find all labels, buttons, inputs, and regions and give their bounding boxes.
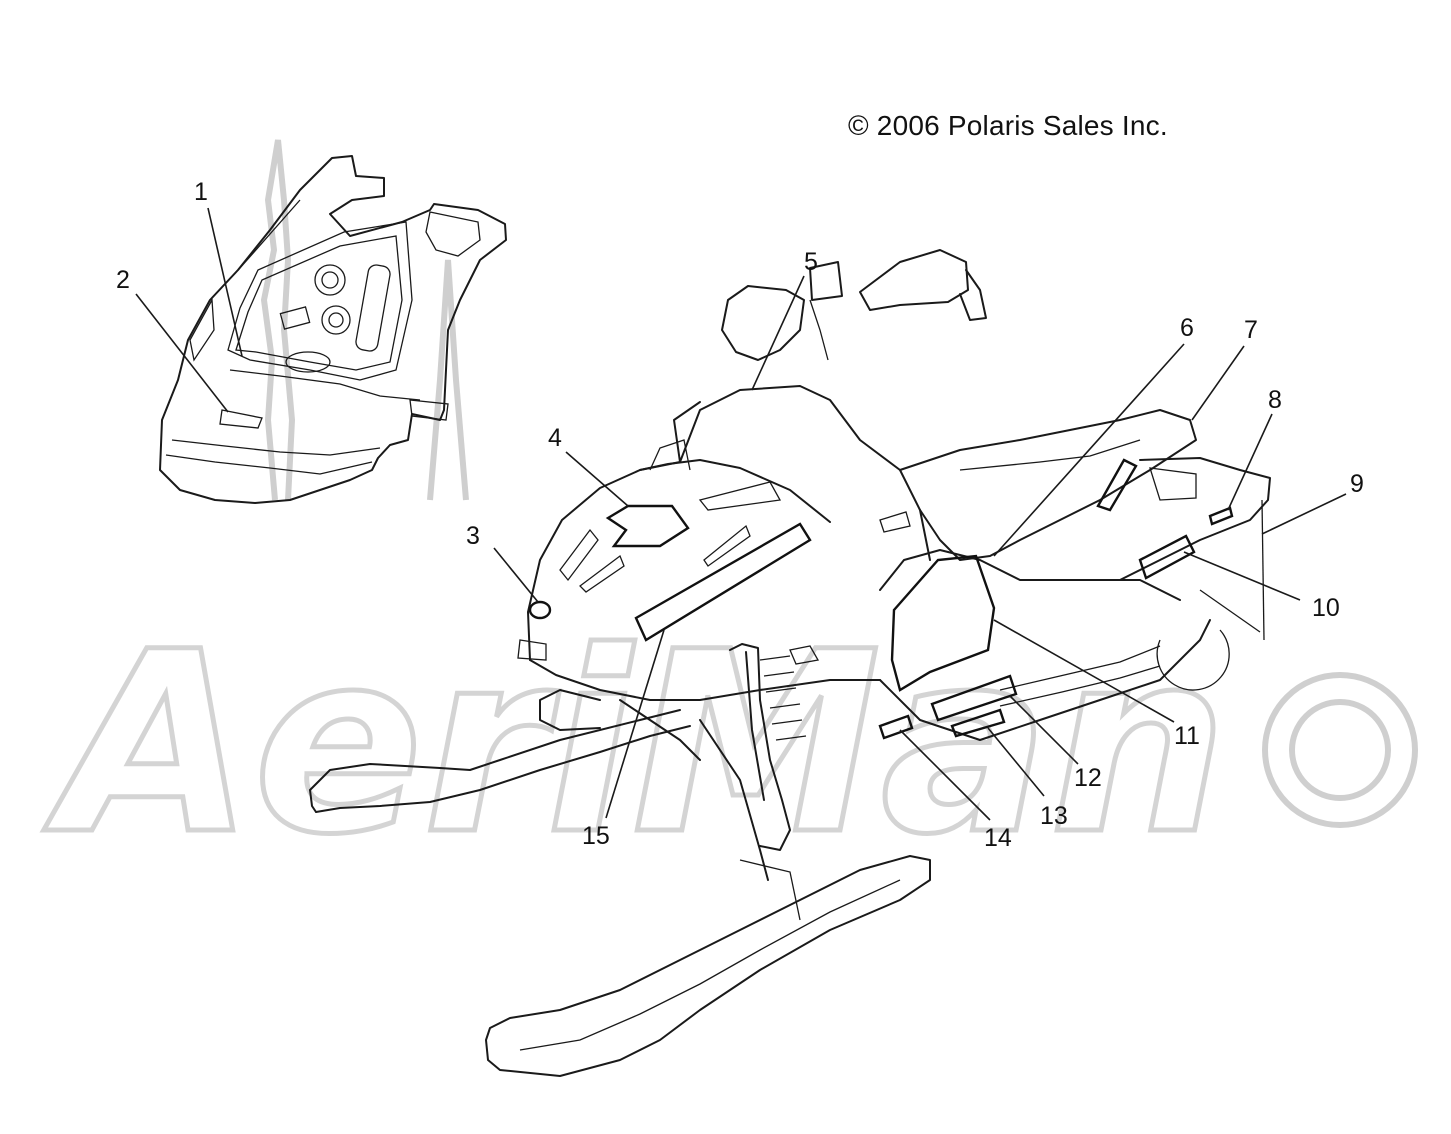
callout-15: 15 xyxy=(582,822,610,850)
decal-11 xyxy=(890,554,996,692)
decal-10 xyxy=(1138,534,1196,580)
leader-9 xyxy=(1261,493,1347,535)
leader-11 xyxy=(993,619,1175,723)
callout-2: 2 xyxy=(116,266,130,294)
decal-15 xyxy=(634,522,812,642)
callout-9: 9 xyxy=(1350,470,1364,498)
copyright-notice: © 2006 Polaris Sales Inc. xyxy=(848,110,1168,141)
decal-outlines xyxy=(528,458,1234,740)
leader-6 xyxy=(993,343,1185,557)
decal-12 xyxy=(930,674,1018,722)
decal-6 xyxy=(1096,458,1138,512)
decal-13 xyxy=(950,708,1006,738)
leader-7 xyxy=(1191,345,1245,421)
watermark-logo: AeriMan xyxy=(41,139,1418,892)
watermark-text: AeriMan xyxy=(43,598,1227,889)
callout-14: 14 xyxy=(984,824,1012,852)
callout-12: 12 xyxy=(1074,764,1102,792)
leader-4 xyxy=(565,451,629,507)
leader-1 xyxy=(207,207,243,357)
callout-7: 7 xyxy=(1244,316,1258,344)
watermark-wheel-inner-icon xyxy=(1289,699,1391,801)
decal-14 xyxy=(878,714,914,740)
snowmobile-drawing xyxy=(309,249,1271,1077)
leader-8 xyxy=(1227,413,1273,511)
callout-labels: 1 2 3 4 5 6 7 8 9 10 11 12 13 14 15 xyxy=(116,178,1364,852)
leader-13 xyxy=(987,727,1045,797)
leader-12 xyxy=(1009,695,1079,765)
leader-14 xyxy=(899,729,991,821)
callout-4: 4 xyxy=(548,424,562,452)
leader-10 xyxy=(1183,551,1301,601)
watermark-spire-icon xyxy=(427,259,469,501)
leader-2 xyxy=(135,293,229,413)
watermark-wheel-icon xyxy=(1262,672,1418,828)
callout-5: 5 xyxy=(804,248,818,276)
callout-6: 6 xyxy=(1180,314,1194,342)
callout-10: 10 xyxy=(1312,594,1340,622)
watermark-tower-icon xyxy=(260,139,296,501)
leader-5 xyxy=(751,275,805,391)
callout-8: 8 xyxy=(1268,386,1282,414)
decal-8 xyxy=(1208,506,1234,526)
callout-11: 11 xyxy=(1174,722,1200,750)
leader-lines xyxy=(135,207,1347,821)
console-panel-drawing xyxy=(159,155,507,504)
leader-15 xyxy=(605,629,665,819)
leader-3 xyxy=(493,547,539,603)
callout-13: 13 xyxy=(1040,802,1068,830)
decal-4 xyxy=(605,504,690,548)
decal-3 xyxy=(528,600,552,620)
callout-1: 1 xyxy=(194,178,208,206)
callout-3: 3 xyxy=(466,522,480,550)
